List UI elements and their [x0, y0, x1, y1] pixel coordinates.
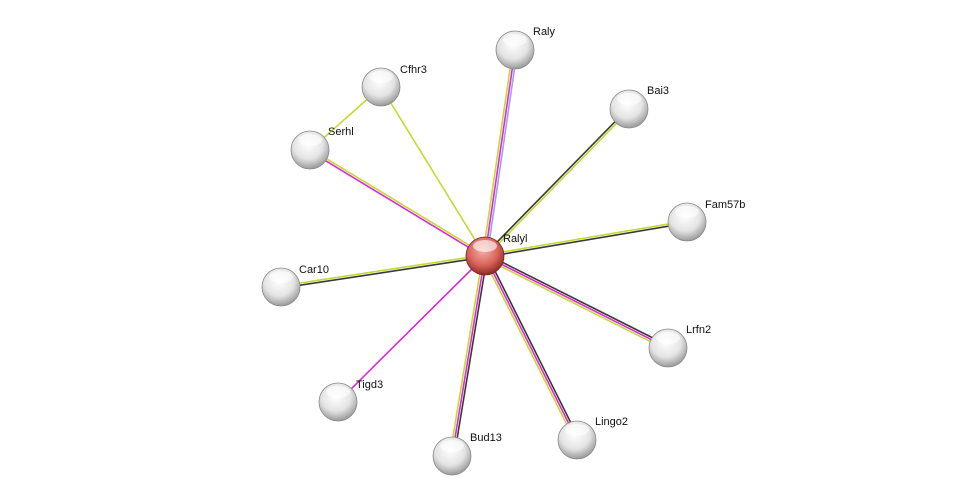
node-label: Lingo2 — [595, 416, 628, 428]
edge-evidence-textmining — [482, 256, 576, 442]
edge-evidence-textmining — [280, 254, 485, 287]
edge-evidence-textmining — [380, 86, 486, 257]
edge-evidence-experiments — [484, 49, 516, 257]
node-label: Serhl — [328, 126, 354, 138]
edge-evidence-coexpression — [483, 107, 629, 256]
edge-ralyl-serhl[interactable] — [309, 148, 486, 258]
node-label: Tigd3 — [356, 379, 383, 391]
edge-ralyl-lingo2[interactable] — [482, 254, 580, 442]
node-lingo2[interactable]: Lingo2 — [557, 416, 628, 460]
node-car10[interactable]: Car10 — [261, 264, 329, 307]
edge-ralyl-raly[interactable] — [482, 49, 518, 257]
node-highlight — [440, 440, 464, 452]
edge-ralyl-bai3[interactable] — [483, 107, 631, 258]
edge-ralyl-fam57b[interactable] — [484, 220, 688, 258]
node-label: Bai3 — [647, 85, 669, 97]
edge-evidence-textmining — [310, 148, 486, 256]
node-fam57b[interactable]: Fam57b — [667, 199, 745, 242]
node-label: Ralyl — [503, 233, 527, 245]
node-highlight — [565, 424, 589, 436]
node-label: Cfhr3 — [400, 64, 427, 76]
node-bud13[interactable]: Bud13 — [432, 432, 502, 476]
node-lrfn2[interactable]: Lrfn2 — [648, 324, 711, 368]
edge-evidence-textmining — [482, 49, 514, 256]
node-highlight — [503, 34, 527, 46]
node-serhl[interactable]: Serhl — [290, 126, 354, 170]
edge-evidence-experiments — [451, 255, 486, 457]
node-highlight — [298, 134, 322, 146]
edge-evidence-coexpression — [486, 254, 580, 440]
edge-evidence-experiments — [337, 255, 486, 403]
node-ralyl[interactable]: Ralyl — [465, 233, 527, 276]
edge-evidence-textmining — [449, 255, 484, 456]
edge-evidence-experiments — [309, 150, 485, 258]
edge-ralyl-tigd3[interactable] — [337, 255, 486, 403]
node-bai3[interactable]: Bai3 — [609, 85, 669, 129]
node-highlight — [326, 386, 350, 398]
edge-evidence-textmining — [485, 109, 631, 258]
edge-evidence-coexpression — [281, 256, 486, 289]
edge-evidence-textmining — [484, 220, 687, 256]
node-label: Fam57b — [705, 199, 745, 211]
node-label: Car10 — [299, 264, 329, 276]
node-highlight — [269, 271, 293, 283]
node-label: Bud13 — [470, 432, 502, 444]
node-highlight — [617, 93, 641, 105]
node-cfhr3[interactable]: Cfhr3 — [361, 64, 427, 107]
node-label: Lrfn2 — [686, 324, 711, 336]
edge-ralyl-bud13[interactable] — [449, 255, 488, 457]
node-highlight — [473, 240, 497, 252]
node-label: Raly — [533, 26, 556, 38]
edge-evidence-coexpression — [485, 253, 670, 347]
edge-evidence-experiments — [484, 255, 669, 349]
node-raly[interactable]: Raly — [495, 26, 556, 70]
edge-evidence-homology — [486, 50, 518, 257]
node-highlight — [656, 332, 680, 344]
edge-evidence-experiments — [484, 255, 578, 441]
edge-evidence-coexpression — [453, 256, 488, 457]
edge-evidence-coexpression — [485, 222, 688, 258]
edge-ralyl-car10[interactable] — [280, 254, 486, 289]
node-highlight — [675, 206, 699, 218]
edge-ralyl-cfhr3[interactable] — [380, 86, 486, 257]
node-highlight — [369, 71, 393, 83]
edge-ralyl-lrfn2[interactable] — [483, 253, 670, 351]
edge-evidence-textmining — [483, 257, 668, 351]
node-tigd3[interactable]: Tigd3 — [318, 379, 383, 422]
